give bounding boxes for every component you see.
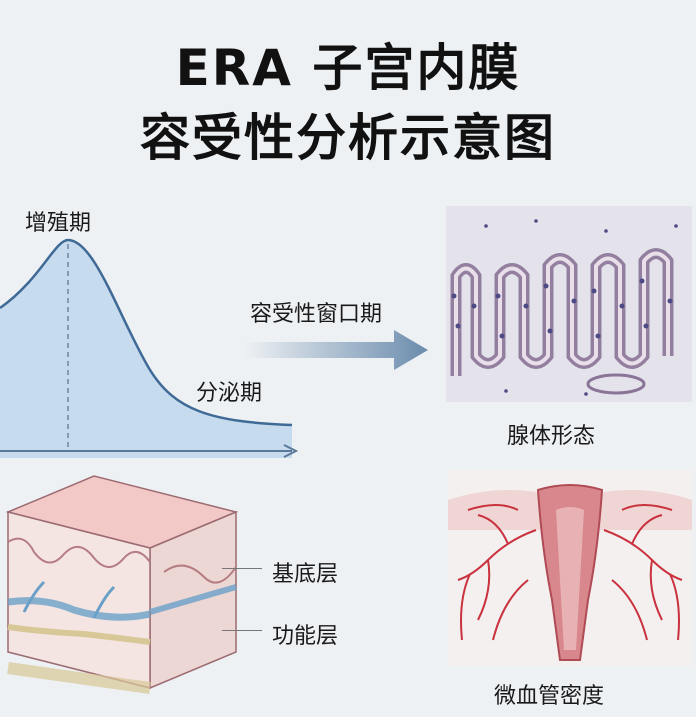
microvessel-density-caption: 微血管密度 [494,684,605,709]
gland-morphology-caption: 腺体形态 [507,424,596,449]
page-title-line1: ERA 子宫内膜 [175,39,521,97]
basal-layer-label: 基底层 [272,562,339,587]
receptivity-arrow [244,330,428,370]
microvessel-illustration [448,470,692,666]
secretory-phase-label: 分泌期 [196,381,263,406]
curve-area [0,240,292,458]
functional-layer-label: 功能层 [272,624,339,649]
basal-layer-pointer [222,568,262,569]
x-axis-arrow [283,444,299,458]
gland-micrograph [446,206,692,402]
functional-layer-pointer [222,630,262,631]
proliferative-phase-label: 增殖期 [25,211,92,236]
page-title-line2: 容受性分析示意图 [140,109,556,167]
curve-line [0,238,293,427]
endometrium-tissue-block [5,475,239,694]
hormone-curve-diagram [0,238,299,458]
receptivity-window-label: 容受性窗口期 [250,302,383,327]
